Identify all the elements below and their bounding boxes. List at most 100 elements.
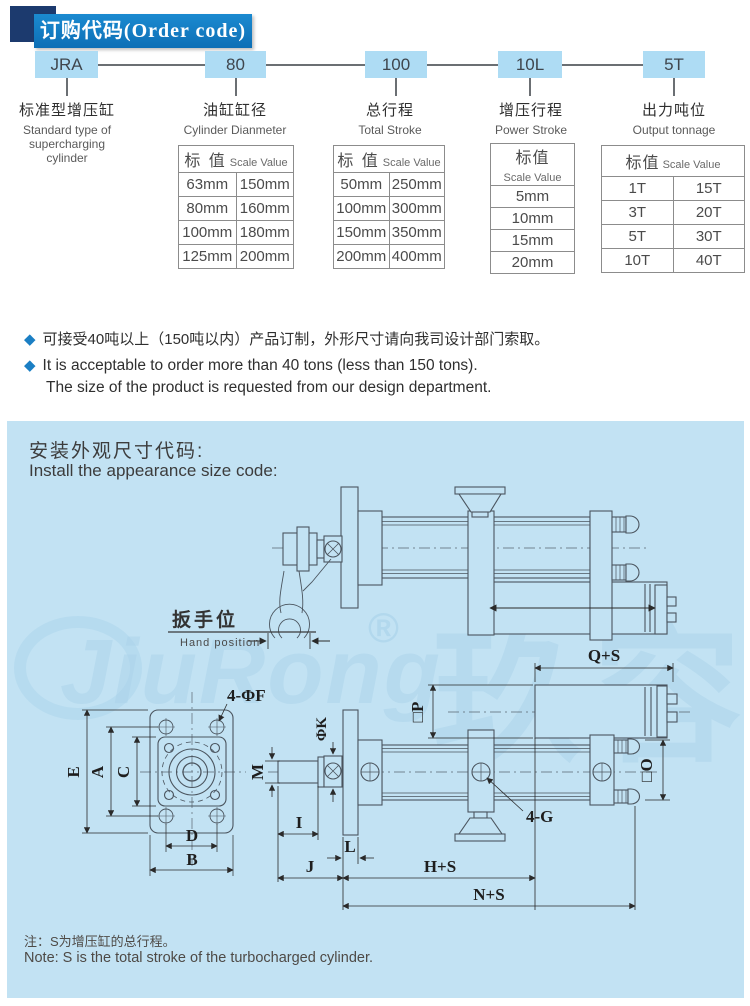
cell: 30T [672, 224, 745, 249]
cell: 50mm [333, 172, 390, 197]
segment-label-en: Standard type of supercharging cylinder [22, 123, 112, 165]
segment-label-en: Power Stroke [494, 123, 568, 137]
cell: 350mm [388, 220, 445, 245]
segment-label-zh: 油缸缸径 [202, 102, 267, 119]
dim-label-ns: N+S [473, 885, 504, 904]
port-fitting-icon [611, 515, 640, 582]
segment-label-zh: 增压行程 [498, 102, 563, 119]
cell: 63mm [178, 172, 237, 197]
dim-label-i: I [296, 813, 303, 832]
upper-cylinder-drawing [269, 486, 677, 641]
flange-face-view [140, 692, 246, 866]
dim-label-phik: ΦK [314, 717, 330, 741]
oil-cup-icon [454, 811, 506, 842]
dim-label-o: □O [637, 758, 656, 782]
dim-label-qs: Q+S [588, 646, 620, 665]
dim-label-4g: 4-G [526, 807, 553, 826]
code-tick [66, 78, 68, 96]
cell: 150mm [333, 220, 390, 245]
table-row: 10mm [490, 207, 575, 230]
table-header-en: Scale Value [229, 157, 288, 169]
segment-label-power: 增压行程 Power Stroke [456, 99, 606, 137]
cell: 100mm [178, 220, 237, 245]
watermark-brand: JiuRong [60, 621, 442, 723]
dim-label-a: A [88, 765, 107, 778]
segment-label-en: Total Stroke [358, 123, 422, 137]
lower-cylinder-drawing [268, 684, 690, 842]
table-header-zh: 标值 [515, 150, 550, 167]
cell: 125mm [178, 244, 237, 269]
cell: 200mm [235, 244, 294, 269]
dim-label-c: C [114, 766, 133, 778]
segment-label-bore: 油缸缸径 Cylinder Dianmeter [160, 99, 310, 137]
port-fitting-icon [613, 738, 640, 805]
table-header-en: Scale Value [503, 172, 562, 184]
dim-label-j: J [306, 857, 315, 876]
code-box-power: 10L [498, 51, 562, 78]
registered-mark: ® [368, 604, 399, 651]
diamond-bullet-icon: ◆ [24, 331, 36, 348]
dim-label-hs: H+S [424, 857, 456, 876]
table-header-en: Scale Value [662, 159, 721, 171]
table-row: 5mm [490, 185, 575, 208]
hand-position-label-en: Hand position [180, 637, 260, 649]
cell: 10T [601, 248, 674, 273]
table-row: 15mm [490, 229, 575, 252]
install-dimension-panel: 安装外观尺寸代码: Install the appearance size co… [7, 421, 744, 998]
cell: 20T [672, 200, 745, 225]
diagram-note-zh: 注：S为增压缸的总行程。 [24, 934, 176, 949]
cell: 20mm [490, 251, 575, 274]
cell: 15mm [490, 229, 575, 252]
segment-label-en: Cylinder Dianmeter [183, 123, 287, 137]
cell: 80mm [178, 196, 237, 221]
dim-label-e: E [64, 766, 83, 777]
panel-title-en: Install the appearance size code: [29, 461, 278, 480]
cell: 40T [672, 248, 745, 273]
dim-label-p: □P [408, 702, 427, 723]
segment-label-en: Output tonnage [632, 123, 716, 137]
segment-label-zh: 出力吨位 [641, 102, 706, 119]
cell: 5T [601, 224, 674, 249]
code-box-bore: 80 [205, 51, 266, 78]
lower-dimensions [82, 663, 674, 910]
note-en-line1: It is acceptable to order more than 40 t… [42, 357, 478, 374]
rod-end [282, 526, 343, 572]
port-circles [360, 762, 612, 782]
dim-label-l: L [344, 837, 355, 856]
table-header-zh: 标值 [625, 155, 660, 172]
dim-label-4f: 4-ΦF [227, 686, 266, 705]
table-row: 20mm [490, 251, 575, 274]
dim-label-d: D [186, 826, 198, 845]
segment-label-tonnage: 出力吨位 Output tonnage [599, 99, 749, 137]
dim-label-m: M [248, 764, 267, 780]
table-header-zh: 标 值 [184, 153, 227, 170]
segment-label-series: 标准型增压缸 Standard type of supercharging cy… [8, 99, 126, 165]
section-title-banner: 订购代码(Order code) [34, 14, 252, 48]
ordering-notes: ◆ 可接受40吨以上（150吨以内）产品订制，外形尺寸请向我司设计部门索取。 ◆… [24, 330, 724, 398]
table-header-zh: 标 值 [337, 153, 380, 170]
technical-drawing: JiuRong ® 玖容 [14, 486, 742, 910]
diamond-bullet-icon: ◆ [24, 357, 36, 374]
cell: 160mm [235, 196, 294, 221]
cell: 5mm [490, 185, 575, 208]
cell: 300mm [388, 196, 445, 221]
diagram-note-en: Note: S is the total stroke of the turbo… [24, 950, 373, 966]
dim-label-b: B [186, 850, 197, 869]
segment-label-zh: 标准型增压缸 [18, 102, 115, 119]
upper-dimensions [168, 604, 656, 649]
cell: 1T [601, 176, 674, 201]
segment-label-zh: 总行程 [365, 102, 414, 119]
